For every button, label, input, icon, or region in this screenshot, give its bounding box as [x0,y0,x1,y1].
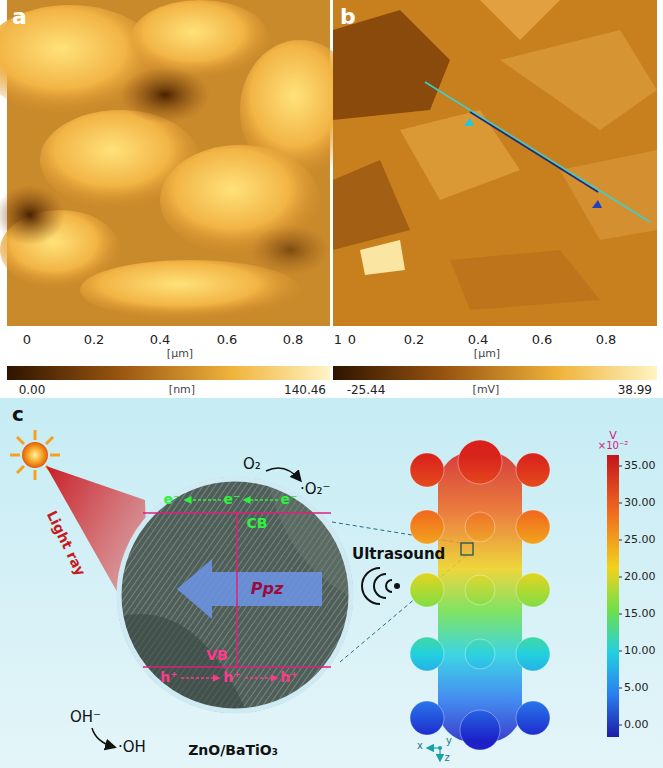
band-label: e⁻ [164,491,181,508]
band-label: Ppz [251,579,284,598]
figure-label: ×10⁻² [598,440,628,452]
figure-label: 0.8 [283,332,304,348]
figure-label: 0.2 [84,332,105,348]
figure-label: 35.00 [624,459,656,472]
figure-label: 1 [334,332,342,348]
figure-label: 0.6 [217,332,238,348]
band-label: h⁺ [223,669,240,686]
figure-label: ·O₂⁻ [300,480,331,498]
band-label: VB [206,647,228,664]
figure-label: 0.8 [596,332,617,348]
figure-label: 0.00 [19,383,46,397]
band-label: CB [247,515,268,532]
figure-label: [mV] [473,383,500,396]
figure-label: [µm] [167,347,193,360]
figure-label: b [340,4,356,30]
figure-label: 0.2 [404,332,425,348]
band-label: e⁻ [281,491,298,508]
figure-label: y [446,735,452,747]
figure-label: 15.00 [624,607,656,620]
figure-label: 38.99 [618,383,652,397]
figure-label: Ultrasound [352,545,445,563]
band-label: h⁺ [160,669,177,686]
figure-label: [µm] [474,347,500,360]
figure-label: x [417,740,423,752]
figure-label: 0.4 [468,332,489,348]
figure-label: 0 [348,332,356,348]
figure-label: -25.44 [347,383,386,397]
figure-label: 140.46 [284,383,326,397]
figure-label: 20.00 [624,570,656,583]
figure-label: 25.00 [624,533,656,546]
band-label: e⁻ [224,491,241,508]
figure-label: c [12,402,24,426]
figure-label: a [12,4,27,30]
figure-label: 0 [23,332,31,348]
figure-label: ·OH [118,738,146,756]
figure-label: [nm] [169,383,195,396]
figure-label: 0.00 [624,718,649,731]
figure-label: 0.6 [532,332,553,348]
figure-label: O₂ [243,455,261,473]
figure-label: 10.00 [624,644,656,657]
band-label: h⁺ [280,669,297,686]
hrtem-circle: e⁻ e⁻ e⁻ CB PpzVB h⁺ h⁺ h⁺ [117,477,353,713]
figure-label: 30.00 [624,496,656,509]
figure-label: ZnO/BaTiO₃ [188,742,278,759]
figure-label: 0.4 [150,332,171,348]
figure-label: z [444,752,449,764]
figure-label: OH⁻ [70,708,101,726]
figure-label: 5.00 [624,681,649,694]
